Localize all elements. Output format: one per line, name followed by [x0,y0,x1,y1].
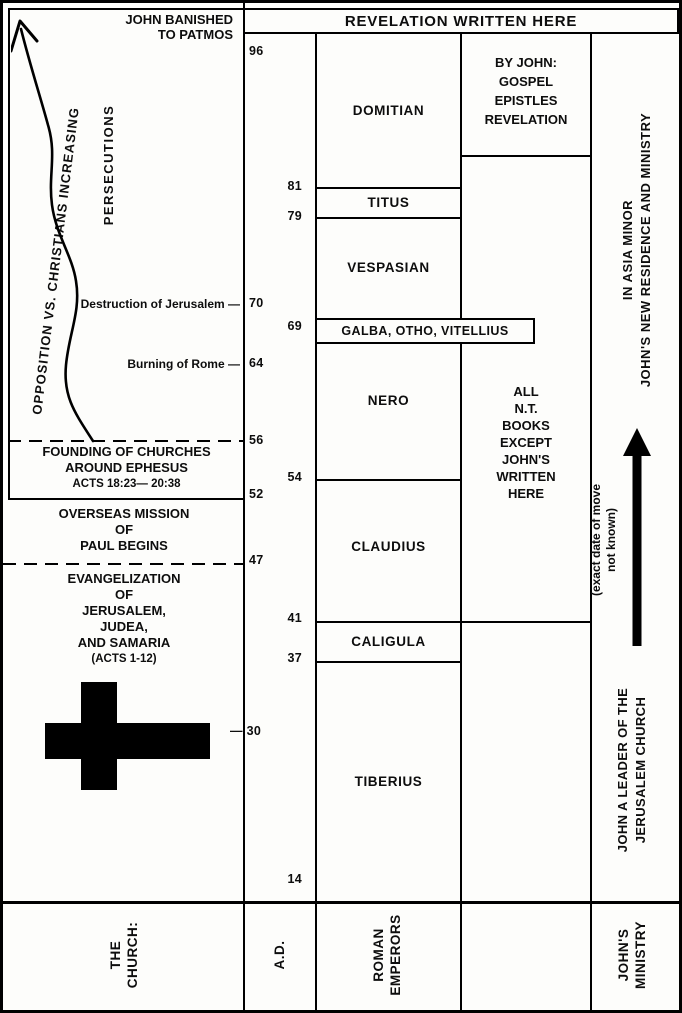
footer-emperors-label: ROMAN EMPERORS [371,914,403,996]
opposition-arrow-icon [11,19,95,443]
date-79: 79 [287,209,302,223]
date-14: 14 [287,872,302,886]
event-burning-rome: Burning of Rome — [127,357,240,371]
divider-church-ad [243,3,245,1010]
event-destruction-jerusalem: Destruction of Jerusalem — [80,297,240,311]
divider-books-ministry [590,32,592,1010]
date-30: — 30 [230,724,262,738]
emperor-vespasian: VESPASIAN [347,260,430,275]
asia-minor-label: IN ASIA MINOR JOHN'S NEW RESIDENCE AND M… [620,112,653,388]
footer-church-label: THE CHURCH: [108,921,140,989]
emperor-claudius: CLAUDIUS [351,539,426,554]
date-64: 64 [249,356,264,370]
date-52: 52 [249,487,264,501]
emperor-galba-otho-vitellius-box: GALBA, OTHO, VITELLIUS [315,318,535,344]
header-box: REVELATION WRITTEN HERE [243,8,679,34]
overseas-mission-note: OVERSEAS MISSION OF PAUL BEGINS [58,506,190,553]
divider-emperors-books [460,32,462,1010]
emperor-tiberius: TIBERIUS [354,774,423,789]
emperor-domitian: DOMITIAN [352,103,425,118]
books-all-nt: ALL N.T. BOOKS EXCEPT JOHN'S WRITTEN HER… [496,384,556,501]
dashed-divider-56 [8,440,245,442]
date-47: 47 [249,553,264,567]
footer-ad-label: A.D. [272,940,287,970]
page-title: REVELATION WRITTEN HERE [344,12,578,30]
reign-divider-79 [315,217,462,219]
john-banished-label: JOHN BANISHED TO PATMOS [125,12,233,42]
reign-divider-37 [315,661,462,663]
footer-divider [3,901,679,904]
emperor-caligula: CALIGULA [351,634,426,649]
reign-divider-54 [315,479,462,481]
reign-divider-81 [315,187,462,189]
move-note-label: (exact date of move not known) [589,483,618,597]
date-70: 70 [249,296,264,310]
church-inner-box [8,8,245,500]
evangelization-note: EVANGELIZATION OF JERUSALEM, JUDEA, AND … [67,571,181,665]
books-by-john-divider [460,155,592,157]
date-96: 96 [249,44,264,58]
jerusalem-leader-label: JOHN A LEADER OF THE JERUSALEM CHURCH [615,687,648,853]
founding-churches-note: FOUNDING OF CHURCHES AROUND EPHESUS ACTS… [42,444,211,490]
reign-divider-41 [315,621,592,623]
books-by-john: BY JOHN: GOSPEL EPISTLES REVELATION [484,55,568,127]
footer-ministry-label: JOHN'S MINISTRY [616,921,648,989]
dashed-divider-47 [3,563,245,565]
date-41: 41 [287,611,302,625]
divider-ad-emperors [315,32,317,1010]
emperor-titus: TITUS [367,195,410,210]
emperor-nero: NERO [367,393,410,408]
date-37: 37 [287,651,302,665]
date-69: 69 [287,319,302,333]
date-81: 81 [287,179,302,193]
date-56: 56 [249,433,264,447]
date-54: 54 [287,470,302,484]
move-arrow-icon [623,428,651,646]
